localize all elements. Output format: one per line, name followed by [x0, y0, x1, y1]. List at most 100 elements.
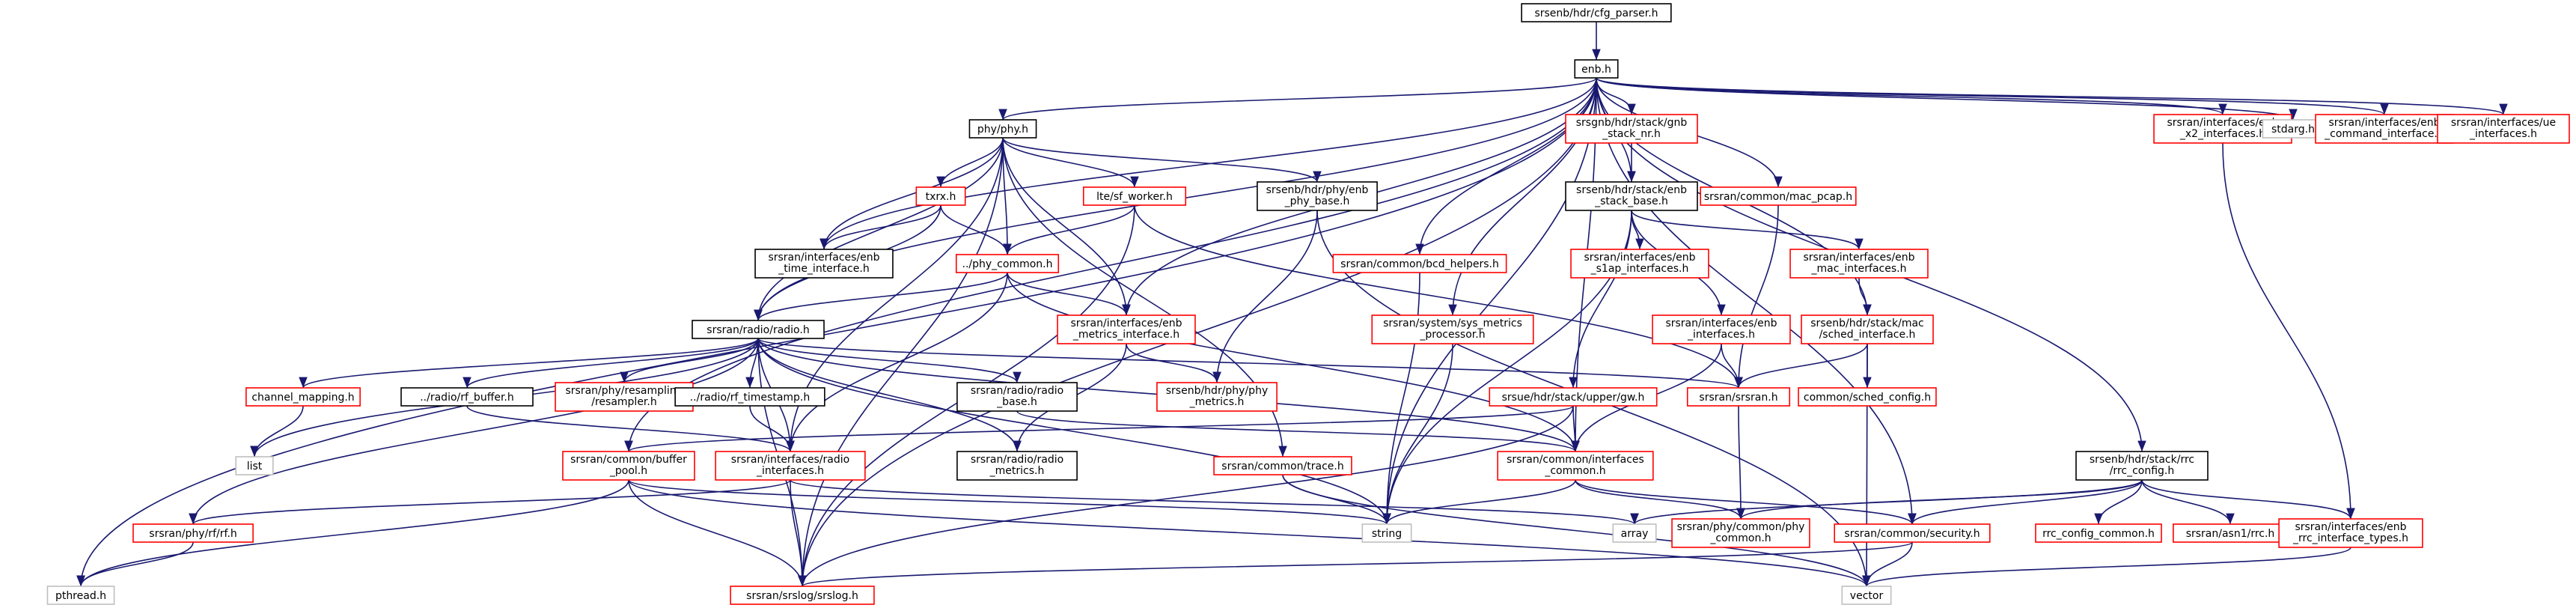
- node-label: txrx.h: [926, 191, 956, 203]
- node-label: string: [1372, 528, 1402, 540]
- node-srsran-h[interactable]: srsran/srsran.h: [1686, 387, 1791, 407]
- node-cfg[interactable]: srsenb/hdr/cfg_parser.h: [1521, 3, 1672, 22]
- include-edge-common-ifaces-to-phy-common-ifaces: [1575, 479, 1745, 520]
- node-gw-h[interactable]: srsue/hdr/stack/upper/gw.h: [1489, 387, 1658, 407]
- node-box: [46, 586, 115, 605]
- node-box: [245, 387, 361, 407]
- node-stdarg: stdarg.h: [2262, 119, 2325, 139]
- node-enb-time-if[interactable]: srsran/interfaces/enb_time_interface.h: [754, 249, 894, 279]
- node-buffer-pool[interactable]: srsran/common/buffer_pool.h: [562, 451, 695, 481]
- node-security[interactable]: srsran/common/security.h: [1834, 523, 1991, 543]
- node-sched-config[interactable]: common/sched_config.h: [1798, 387, 1937, 407]
- include-edge-phy-to-enb-phy-base: [1002, 137, 1322, 183]
- node-radio-base[interactable]: srsran/radio/radio_base.h: [956, 382, 1078, 412]
- node-enb-stack-base[interactable]: srsenb/hdr/stack/enb_stack_base.h: [1565, 181, 1698, 211]
- node-rf-h[interactable]: srsran/phy/rf/rf.h: [132, 523, 254, 543]
- node-label: vector: [1850, 590, 1884, 602]
- node-s1ap-if[interactable]: srsran/interfaces/enb_s1ap_interfaces.h: [1570, 249, 1709, 279]
- node-list: list: [235, 456, 274, 475]
- node-box: [1671, 518, 1810, 548]
- node-gnb-stack-nr[interactable]: srsgnb/hdr/stack/gnb_stack_nr.h: [1565, 114, 1698, 144]
- node-box: [1156, 382, 1278, 412]
- node-box: [1834, 523, 1991, 543]
- node-label: _mac_interfaces.h: [1811, 263, 1907, 275]
- node-box: [1082, 186, 1187, 206]
- include-edge-sys-metrics-to-string: [1382, 343, 1453, 525]
- node-sys-metrics[interactable]: srsran/system/sys_metrics_processor.h: [1371, 314, 1534, 344]
- include-edge-bcd-helpers-to-string: [1382, 272, 1420, 525]
- node-sched-if[interactable]: srsenb/hdr/stack/mac/sched_interface.h: [1801, 314, 1934, 344]
- node-label: srsenb/hdr/cfg_parser.h: [1534, 7, 1658, 19]
- node-box: [1565, 114, 1698, 144]
- include-edge-radio-h-to-srsran-h: [757, 338, 1743, 389]
- node-rf-timestamp[interactable]: ../radio/rf_timestamp.h: [674, 387, 825, 407]
- node-label: srsran/interfaces/enb: [1803, 252, 1914, 264]
- node-phy-common-ifaces[interactable]: srsran/phy/common/phy_common.h: [1671, 518, 1810, 548]
- include-edge-enb-phy-base-to-phy-metrics: [1212, 210, 1318, 383]
- node-box: [730, 586, 875, 605]
- include-edge-rf-buffer-to-radio-ifaces: [466, 405, 795, 452]
- node-enb[interactable]: enb.h: [1574, 59, 1619, 79]
- node-common-ifaces[interactable]: srsran/common/interfaces_common.h: [1497, 451, 1654, 481]
- include-edge-phy-common-to-common-ifaces: [1007, 272, 1580, 452]
- node-mac-pcap[interactable]: srsran/common/mac_pcap.h: [1700, 186, 1857, 206]
- node-label: srsran/phy/resampling: [565, 385, 683, 397]
- node-cmd-if[interactable]: srsran/interfaces/enb_command_interface.…: [2315, 114, 2454, 144]
- node-label: srsran/radio/radio.h: [706, 324, 809, 336]
- include-edge-radio-h-to-string: [757, 338, 1391, 525]
- node-txrx[interactable]: txrx.h: [915, 186, 966, 206]
- node-label: srsran/common/trace.h: [1221, 460, 1343, 472]
- include-edge-phy-common-to-metrics-if: [1007, 272, 1131, 316]
- node-box: [1565, 181, 1698, 211]
- node-label: _processor.h: [1419, 329, 1485, 341]
- include-edge-rrc-if-types-to-vector: [1862, 547, 2351, 587]
- node-label: _x2_interfaces.h: [2179, 128, 2265, 140]
- node-ue-if[interactable]: srsran/interfaces/ue_interfaces.h: [2437, 114, 2570, 144]
- node-radio-h[interactable]: srsran/radio/radio.h: [692, 320, 825, 339]
- node-rrc-config-common[interactable]: rrc_config_common.h: [2035, 523, 2162, 543]
- node-bcd-helpers[interactable]: srsran/common/bcd_helpers.h: [1332, 254, 1507, 273]
- node-label: /rrc_config.h: [2110, 465, 2175, 477]
- node-label: _pool.h: [609, 465, 647, 477]
- node-label: lte/sf_worker.h: [1096, 191, 1173, 203]
- node-label: srsenb/hdr/stack/mac: [1810, 317, 1923, 329]
- node-label: stdarg.h: [2271, 124, 2315, 136]
- include-edge-radio-ifaces-to-rf-h: [189, 479, 791, 525]
- node-label: srsran/interfaces/enb: [2167, 117, 2278, 129]
- node-box: [1686, 387, 1791, 407]
- node-channel-mapping[interactable]: channel_mapping.h: [245, 387, 361, 407]
- include-edge-radio-h-to-radio-metrics: [757, 338, 1022, 452]
- node-box: [562, 451, 695, 481]
- node-lte-sf-worker[interactable]: lte/sf_worker.h: [1082, 186, 1187, 206]
- node-radio-ifaces[interactable]: srsran/interfaces/radio_interfaces.h: [715, 451, 866, 481]
- node-enb-phy-base[interactable]: srsenb/hdr/phy/enb_phy_base.h: [1257, 181, 1378, 211]
- node-label: srsran/common/interfaces: [1507, 454, 1644, 466]
- node-box: [1213, 456, 1352, 475]
- node-phy[interactable]: phy/phy.h: [968, 119, 1037, 139]
- node-metrics-if[interactable]: srsran/interfaces/enb_metrics_interface.…: [1057, 314, 1196, 344]
- node-label: _rrc_interface_types.h: [2292, 532, 2408, 544]
- node-rf-buffer[interactable]: ../radio/rf_buffer.h: [400, 387, 534, 407]
- node-mac-if[interactable]: srsran/interfaces/enb_mac_interfaces.h: [1789, 249, 1929, 279]
- node-label: _command_interface.h: [2324, 128, 2444, 140]
- node-asn1-rrc[interactable]: srsran/asn1/rrc.h: [2173, 523, 2288, 543]
- node-label: srsgnb/hdr/stack/gnb: [1576, 117, 1688, 129]
- include-edge-enb-stack-base-to-gw-h: [1569, 210, 1632, 389]
- node-radio-metrics[interactable]: srsran/radio/radio_metrics.h: [956, 451, 1078, 481]
- node-rrc-config[interactable]: srsenb/hdr/stack/rrc/rrc_config.h: [2075, 451, 2209, 481]
- node-label: srsran/common/buffer: [570, 454, 687, 466]
- node-rrc-if-types[interactable]: srsran/interfaces/enb_rrc_interface_type…: [2278, 518, 2423, 548]
- node-label: srsran/common/mac_pcap.h: [1704, 191, 1852, 203]
- node-trace[interactable]: srsran/common/trace.h: [1213, 456, 1352, 475]
- node-enb-interfaces[interactable]: srsran/interfaces/enb_interfaces.h: [1652, 314, 1791, 344]
- node-phy-metrics[interactable]: srsenb/hdr/phy/phy_metrics.h: [1156, 382, 1278, 412]
- node-phy-common[interactable]: ../phy_common.h: [955, 254, 1060, 273]
- node-label: _metrics_interface.h: [1072, 329, 1179, 341]
- include-edge-enb-to-stdarg: [1596, 77, 2298, 121]
- node-srslog[interactable]: srsran/srslog/srslog.h: [730, 586, 875, 605]
- include-edge-radio-ifaces-to-array: [790, 479, 1639, 525]
- node-label: srsenb/hdr/phy/enb: [1266, 184, 1369, 196]
- include-edge-lte-sf-worker-to-phy-common: [1003, 204, 1135, 255]
- node-resampler[interactable]: srsran/phy/resampling/resampler.h: [555, 382, 694, 412]
